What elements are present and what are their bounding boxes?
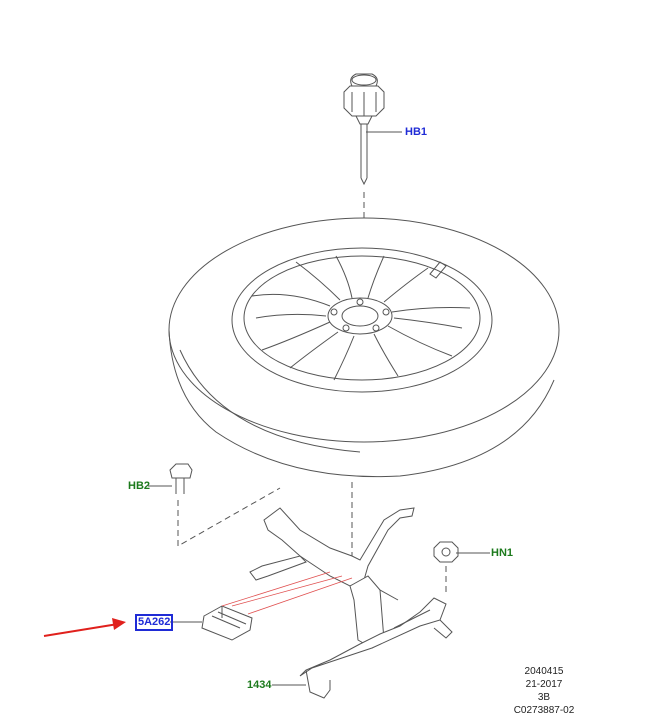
pad-5a262 [201,605,253,641]
leader-lines [148,131,490,686]
diagram-code: 2040415 [524,666,564,677]
retaining-bolt [343,73,385,186]
hb2-axis-line [177,487,281,547]
diagram-revision: 3B [537,692,551,703]
diagram-date: 21-2017 [525,679,563,690]
nut-hn1 [433,541,459,563]
carrier-bracket [249,507,453,699]
diagram-reference: C0273887-02 [513,705,575,716]
red-leader-lines [221,571,353,615]
callout-1434[interactable]: 1434 [247,679,272,691]
callout-hb1[interactable]: HB1 [405,126,428,138]
callout-hb2[interactable]: HB2 [128,480,151,492]
callout-5a262[interactable]: 5A262 [134,614,174,631]
red-pointer-arrow [43,618,126,637]
spare-wheel [168,217,560,478]
callout-hn1[interactable]: HN1 [491,547,514,559]
bolt-hb2 [169,463,193,494]
